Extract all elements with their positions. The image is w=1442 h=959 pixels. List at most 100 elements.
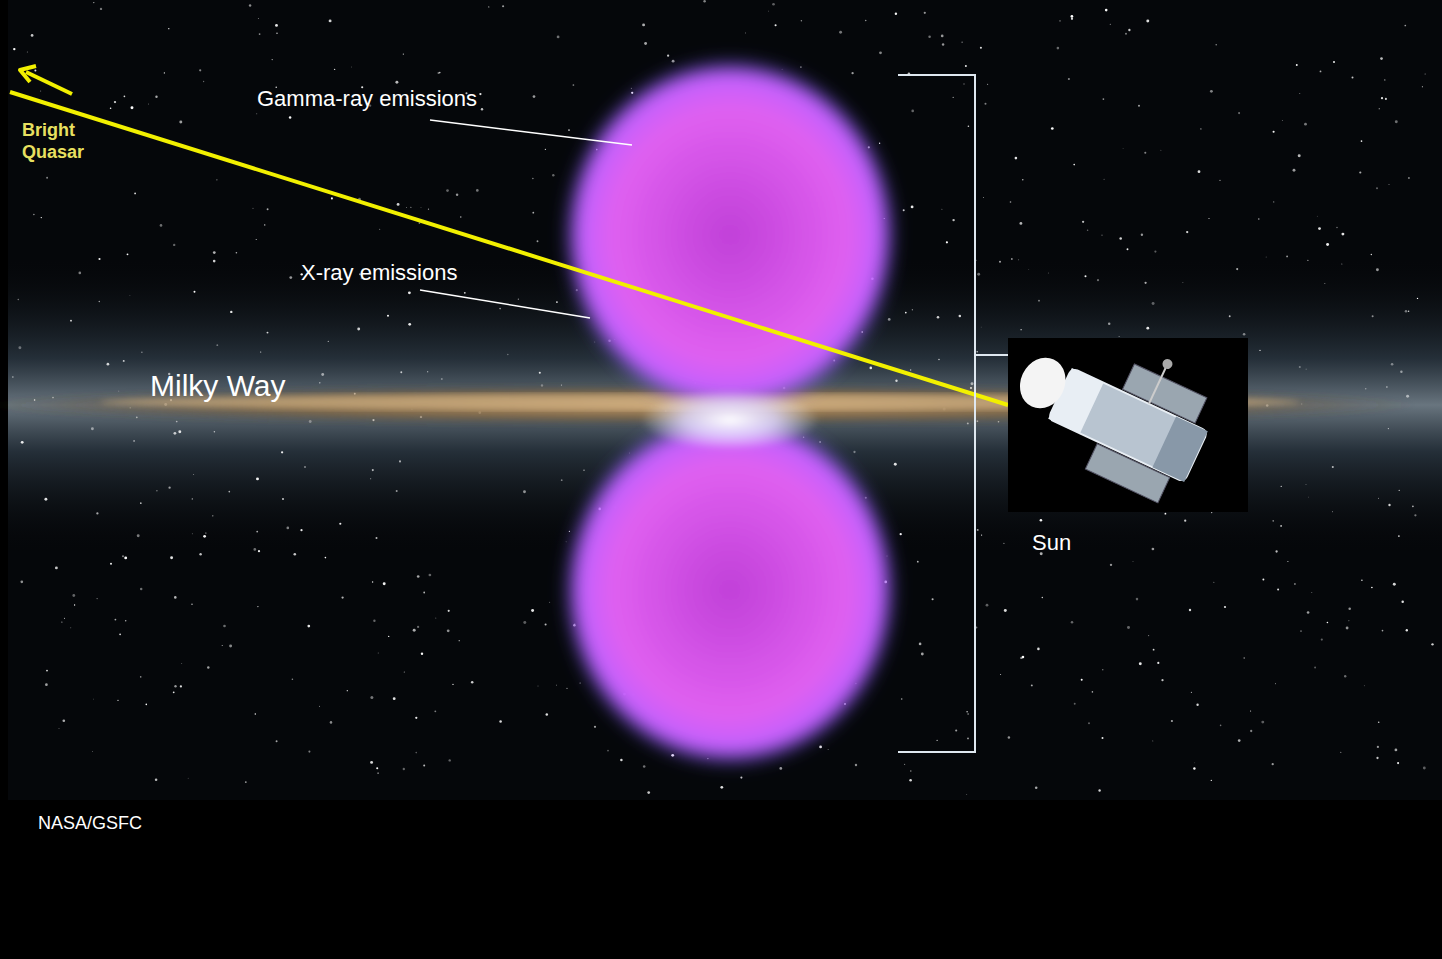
star xyxy=(396,490,398,492)
star xyxy=(160,224,163,227)
star xyxy=(222,645,223,646)
star xyxy=(257,18,259,20)
star xyxy=(1266,257,1267,258)
star xyxy=(537,685,539,687)
star xyxy=(370,761,373,764)
star xyxy=(404,671,405,672)
star xyxy=(936,740,937,741)
star xyxy=(264,224,265,225)
star xyxy=(1262,579,1264,581)
star xyxy=(21,441,24,444)
star xyxy=(373,619,375,621)
star xyxy=(549,601,551,603)
star xyxy=(441,378,443,380)
star xyxy=(223,625,226,628)
star xyxy=(1336,227,1337,228)
star xyxy=(1388,184,1390,186)
star xyxy=(1422,86,1423,87)
star xyxy=(176,421,178,423)
star xyxy=(1193,767,1195,769)
star xyxy=(980,47,982,49)
star xyxy=(98,258,100,260)
star xyxy=(205,532,206,533)
star xyxy=(1184,520,1186,522)
star xyxy=(1272,520,1274,522)
star xyxy=(1182,282,1184,284)
star xyxy=(34,70,36,72)
star xyxy=(1186,231,1188,233)
star xyxy=(255,713,256,714)
star xyxy=(1320,71,1322,73)
star xyxy=(471,681,474,684)
x-ray-label: X-ray emissions xyxy=(301,260,457,286)
star xyxy=(141,352,142,353)
star xyxy=(672,60,675,63)
star xyxy=(1388,428,1389,429)
star xyxy=(100,8,102,10)
star xyxy=(1371,254,1372,255)
star xyxy=(1275,550,1277,552)
star xyxy=(408,291,411,294)
star xyxy=(1098,789,1100,791)
star xyxy=(1211,512,1212,513)
star xyxy=(987,84,988,85)
star xyxy=(406,207,407,208)
star xyxy=(1333,61,1335,63)
star xyxy=(1376,757,1378,759)
star xyxy=(1211,780,1212,781)
star xyxy=(1340,752,1341,753)
star xyxy=(18,346,21,349)
star xyxy=(1141,234,1143,236)
star xyxy=(905,312,907,314)
star xyxy=(479,93,481,95)
star xyxy=(523,621,526,624)
star xyxy=(1019,222,1022,225)
star xyxy=(179,120,182,123)
star xyxy=(903,209,905,211)
star xyxy=(1341,233,1344,236)
star xyxy=(403,54,404,55)
star xyxy=(775,24,777,26)
star xyxy=(1243,333,1246,336)
star xyxy=(539,372,541,374)
star xyxy=(1038,300,1040,302)
star xyxy=(434,710,436,712)
star xyxy=(1105,9,1108,12)
star xyxy=(230,311,232,313)
star xyxy=(569,531,570,532)
star xyxy=(1144,152,1146,154)
star xyxy=(256,113,257,114)
star xyxy=(427,371,428,372)
sun-label: Sun xyxy=(1032,530,1071,556)
star xyxy=(351,66,353,68)
star xyxy=(1371,587,1373,589)
star xyxy=(1259,350,1260,351)
star xyxy=(1128,29,1130,31)
star xyxy=(1307,611,1310,614)
star xyxy=(1287,561,1288,562)
star xyxy=(1376,268,1379,271)
star xyxy=(140,588,142,590)
star xyxy=(203,535,206,538)
star xyxy=(253,548,256,551)
star xyxy=(319,382,320,383)
star xyxy=(1059,20,1061,22)
star xyxy=(96,598,97,599)
star xyxy=(1406,395,1409,398)
star xyxy=(1022,179,1023,180)
star xyxy=(1035,787,1038,790)
star xyxy=(46,670,48,672)
star xyxy=(1042,597,1044,599)
star xyxy=(41,217,42,218)
star xyxy=(460,216,461,217)
star xyxy=(839,31,842,34)
star xyxy=(1087,230,1089,232)
star xyxy=(963,83,964,84)
star xyxy=(110,108,112,110)
star xyxy=(256,477,259,480)
star xyxy=(1198,170,1201,173)
star xyxy=(1332,511,1334,513)
star xyxy=(118,390,120,392)
star xyxy=(1238,739,1241,742)
star xyxy=(968,125,970,127)
